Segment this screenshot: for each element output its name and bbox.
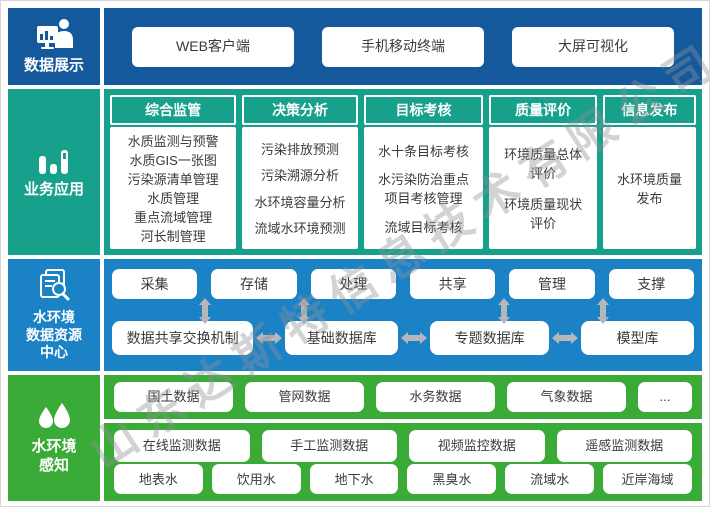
column-item: 环境质量总体评价 — [504, 146, 583, 181]
database-box: 数据共享交换机制 — [112, 321, 254, 355]
column-body: 污染排放预测 污染溯源分析 水环境容量分析 流域水环境预测 — [242, 127, 358, 249]
process-row: 采集 存储 处理 共享 管理 支撑 — [112, 269, 694, 299]
water-type-box: 流域水 — [505, 464, 595, 495]
base-data-box: 国土数据 — [114, 382, 233, 412]
database-box: 模型库 — [580, 321, 694, 355]
documents-magnifier-icon — [40, 269, 70, 301]
water-type-row: 地表水 饮用水 地下水 黑臭水 流域水 近岸海域 — [114, 464, 692, 495]
band-perception: 水环境 感知 国土数据 管网数据 水务数据 气象数据 ... 在线监测数据 手工… — [8, 375, 702, 501]
band-business-apps: 业务应用 综合监管 水质监测与预警 水质GIS一张图 污染源清单管理 水质管理 … — [8, 89, 702, 255]
monitor-data-box: 视频监控数据 — [409, 429, 545, 462]
column-item: 水环境质量发布 — [616, 172, 682, 206]
water-type-box: 近岸海域 — [603, 464, 692, 495]
column-item: 重点流域管理 — [134, 210, 213, 225]
business-column: 综合监管 水质监测与预警 水质GIS一张图 污染源清单管理 水质管理 重点流域管… — [110, 95, 237, 249]
double-arrow-vertical-icon — [298, 298, 310, 324]
column-item: 污染排放预测 — [261, 141, 340, 157]
display-item-box: 手机移动终端 — [322, 26, 484, 67]
column-body: 水质监测与预警 水质GIS一张图 污染源清单管理 水质管理 重点流域管理 河长制… — [110, 127, 237, 249]
column-item: 水污染防治重点项目考核管理 — [378, 172, 470, 206]
process-box: 处理 — [310, 269, 396, 299]
band-data-display: 数据展示 WEB客户端 手机移动终端 大屏可视化 — [8, 8, 702, 85]
band-data-resource-center: 水环境 数据资源 中心 采集 存储 处理 共享 管理 支撑 数据共享交换机制 基… — [8, 259, 702, 371]
perception-content: 国土数据 管网数据 水务数据 气象数据 ... 在线监测数据 手工监测数据 视频… — [104, 375, 702, 501]
business-column: 目标考核 水十条目标考核 水污染防治重点项目考核管理 流域目标考核 — [363, 95, 484, 249]
column-item: 水质监测与预警 — [127, 134, 219, 149]
monitor-data-box: 遥感监测数据 — [556, 429, 692, 462]
database-row: 数据共享交换机制 基础数据库 专题数据库 模型库 — [112, 321, 694, 355]
column-header: 信息发布 — [602, 95, 696, 125]
column-item: 水质管理 — [147, 191, 200, 206]
double-arrow-horizontal-icon — [551, 332, 578, 344]
column-body: 水十条目标考核 水污染防治重点项目考核管理 流域目标考核 — [363, 127, 484, 249]
water-drops-icon — [39, 402, 70, 428]
double-arrow-horizontal-icon — [256, 332, 283, 344]
water-type-box: 饮用水 — [211, 464, 301, 495]
water-type-box: 地下水 — [309, 464, 399, 495]
water-type-box: 地表水 — [114, 464, 203, 495]
column-header: 目标考核 — [363, 95, 484, 125]
database-box: 专题数据库 — [430, 321, 549, 355]
monitoring-panel: 在线监测数据 手工监测数据 视频监控数据 遥感监测数据 地表水 饮用水 地下水 … — [104, 423, 702, 501]
double-arrow-vertical-icon — [199, 298, 211, 324]
column-header: 综合监管 — [110, 95, 237, 125]
column-item: 河长制管理 — [140, 229, 206, 244]
base-data-box: 管网数据 — [244, 382, 364, 412]
column-body: 水环境质量发布 — [602, 127, 696, 249]
base-data-box: 水务数据 — [375, 382, 495, 412]
display-band-content: WEB客户端 手机移动终端 大屏可视化 — [104, 8, 702, 85]
bar-chart-icon — [39, 150, 68, 175]
column-item: 水环境容量分析 — [254, 194, 346, 210]
column-item: 污染源清单管理 — [127, 172, 219, 187]
column-header: 质量评价 — [489, 95, 597, 125]
data-center-content: 采集 存储 处理 共享 管理 支撑 数据共享交换机制 基础数据库 专题数据库 模… — [104, 259, 702, 371]
business-column: 信息发布 水环境质量发布 — [602, 95, 696, 249]
band-label-data-display: 数据展示 — [8, 8, 100, 85]
double-arrow-vertical-icon — [597, 298, 609, 324]
column-header: 决策分析 — [242, 95, 358, 125]
double-arrow-vertical-icon — [498, 298, 510, 324]
column-item: 水质GIS一张图 — [129, 153, 217, 168]
column-item: 污染溯源分析 — [261, 168, 340, 184]
base-data-box: 气象数据 — [506, 382, 626, 412]
band-label-data-resource-center: 水环境 数据资源 中心 — [8, 259, 100, 371]
process-box: 存储 — [211, 269, 297, 299]
column-body: 环境质量总体评价 环境质量现状评价 — [489, 127, 597, 249]
column-item: 水十条目标考核 — [378, 143, 470, 159]
base-data-row: 国土数据 管网数据 水务数据 气象数据 ... — [104, 375, 702, 419]
monitor-data-box: 在线监测数据 — [114, 429, 250, 462]
display-item-box: 大屏可视化 — [512, 26, 674, 67]
process-box: 共享 — [409, 269, 496, 299]
band-label-text: 业务应用 — [23, 181, 84, 199]
business-column: 决策分析 污染排放预测 污染溯源分析 水环境容量分析 流域水环境预测 — [242, 95, 358, 249]
ellipsis-box: ... — [637, 382, 693, 412]
column-item: 环境质量现状评价 — [504, 197, 583, 232]
column-item: 流域水环境预测 — [254, 221, 346, 237]
band-label-perception: 水环境 感知 — [8, 375, 100, 501]
business-band-content: 综合监管 水质监测与预警 水质GIS一张图 污染源清单管理 水质管理 重点流域管… — [104, 89, 702, 255]
band-label-business-apps: 业务应用 — [8, 89, 100, 255]
band-label-text: 数据展示 — [23, 56, 84, 74]
process-box: 采集 — [112, 269, 198, 299]
business-column: 质量评价 环境质量总体评价 环境质量现状评价 — [489, 95, 597, 249]
monitor-data-row: 在线监测数据 手工监测数据 视频监控数据 遥感监测数据 — [114, 429, 692, 462]
column-item: 流域目标考核 — [384, 219, 463, 235]
database-box: 基础数据库 — [285, 321, 399, 355]
double-arrow-horizontal-icon — [401, 332, 428, 344]
display-item-box: WEB客户端 — [132, 26, 294, 67]
band-label-text: 水环境 数据资源 中心 — [26, 309, 82, 361]
band-label-text: 水环境 感知 — [31, 437, 77, 474]
water-type-box: 黑臭水 — [407, 464, 497, 495]
process-box: 支撑 — [608, 269, 694, 299]
monitor-data-box: 手工监测数据 — [261, 429, 397, 462]
presenter-monitor-icon — [37, 18, 73, 49]
process-box: 管理 — [509, 269, 595, 299]
